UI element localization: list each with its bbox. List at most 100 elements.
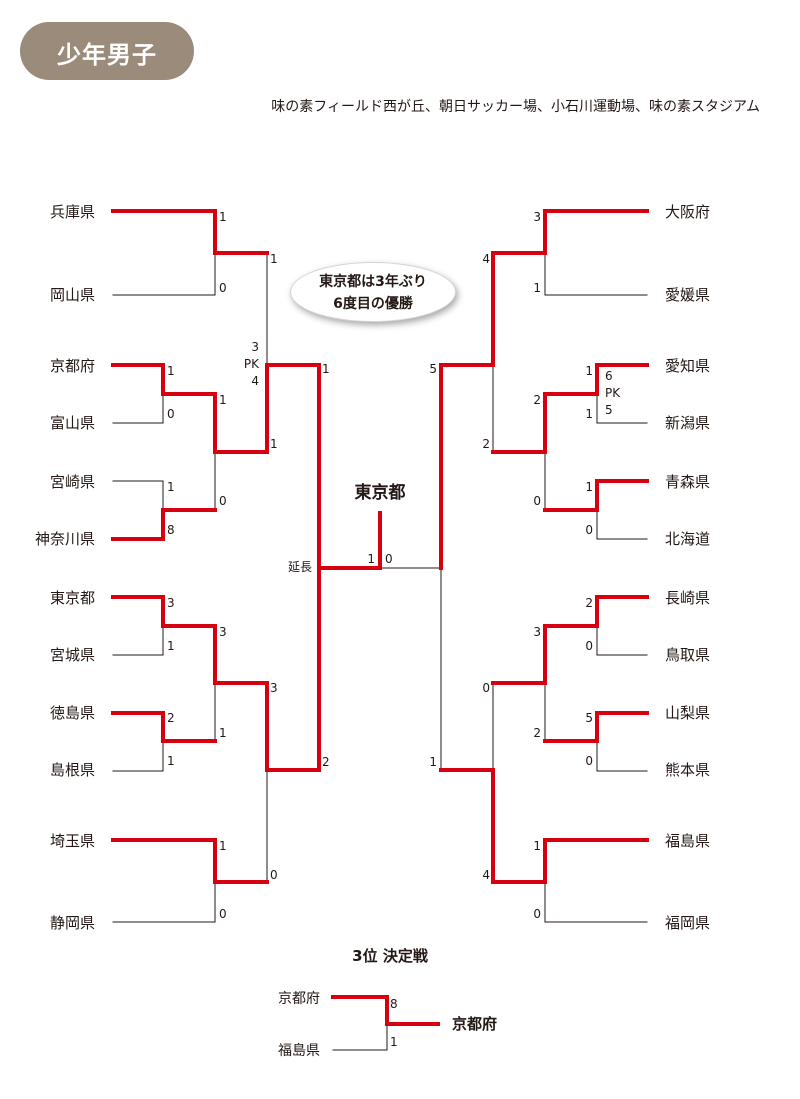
score: 0 <box>533 907 541 921</box>
score: 1 <box>219 393 227 407</box>
team-right-5: 青森県 <box>665 473 710 491</box>
score: 2 <box>167 711 175 725</box>
champion: 東京都 <box>355 482 406 503</box>
bracket-line <box>112 625 164 656</box>
winner-path <box>111 363 269 454</box>
right-teams: 大阪府 愛媛県 愛知県 新潟県 青森県 北海道 長崎県 鳥取県 山梨県 熊本県 … <box>665 203 710 932</box>
score: 0 <box>482 681 490 695</box>
score: 1 <box>585 364 593 378</box>
third-team-top: 京都府 <box>278 991 320 1007</box>
pk-score: 4 <box>251 374 259 388</box>
bracket-line <box>596 509 648 540</box>
callout-line-2: 6度目の優勝 <box>333 296 413 312</box>
score: 3 <box>533 625 541 639</box>
third-place-title: 3位 決定戦 <box>352 947 429 965</box>
team-right-12: 福岡県 <box>665 914 710 932</box>
team-left-10: 島根県 <box>50 761 95 779</box>
score: 0 <box>219 907 227 921</box>
team-right-8: 鳥取県 <box>665 646 710 664</box>
score: 1 <box>219 726 227 740</box>
category-title: 少年男子 <box>57 41 157 69</box>
score: 0 <box>585 523 593 537</box>
winner-path <box>265 363 321 570</box>
score: 2 <box>585 596 593 610</box>
winner-path <box>111 511 382 772</box>
left-scores: 1 0 1 0 1 8 1 0 3 1 2 1 3 1 1 0 1 1 3 PK… <box>167 210 330 921</box>
team-left-7: 東京都 <box>50 589 95 607</box>
bracket-line <box>112 740 164 772</box>
score: 1 <box>219 839 227 853</box>
score: 0 <box>167 407 175 421</box>
team-left-5: 宮崎県 <box>50 473 95 491</box>
team-right-10: 熊本県 <box>665 761 710 779</box>
pk-score: 3 <box>251 340 259 354</box>
team-left-2: 岡山県 <box>50 286 95 304</box>
team-right-11: 福島県 <box>665 832 710 850</box>
team-left-8: 宮城県 <box>50 646 95 664</box>
score: 1 <box>533 281 541 295</box>
third-score-bottom: 1 <box>390 1035 398 1049</box>
score: 0 <box>585 639 593 653</box>
final-score-right: 0 <box>385 552 393 566</box>
winner-path <box>543 711 649 743</box>
score: 3 <box>167 596 175 610</box>
score: 1 <box>322 362 330 376</box>
bracket-line <box>544 881 648 923</box>
score: 1 <box>167 754 175 768</box>
winner-path <box>111 209 269 255</box>
score: 3 <box>270 681 278 695</box>
category-badge: 少年男子 <box>20 22 194 80</box>
team-right-7: 長崎県 <box>665 589 710 607</box>
score: 5 <box>429 362 437 376</box>
score: 4 <box>482 868 490 882</box>
score: 1 <box>585 407 593 421</box>
winner-path <box>439 768 649 884</box>
team-right-6: 北海道 <box>665 530 710 548</box>
bracket-lines <box>111 209 649 1051</box>
bracket-line <box>332 1023 388 1051</box>
left-teams: 兵庫県 岡山県 京都府 富山県 宮崎県 神奈川県 東京都 宮城県 徳島県 島根県… <box>35 203 95 932</box>
team-right-2: 愛媛県 <box>665 286 710 304</box>
winner-path <box>491 595 649 685</box>
score: 1 <box>167 364 175 378</box>
champion-callout: 東京都は3年ぶり 6度目の優勝 <box>290 262 456 322</box>
score: 0 <box>219 494 227 508</box>
score: 1 <box>533 839 541 853</box>
score: 3 <box>219 625 227 639</box>
score: 0 <box>585 754 593 768</box>
score: 0 <box>533 494 541 508</box>
score: 2 <box>533 393 541 407</box>
score: 1 <box>585 480 593 494</box>
bracket-line <box>112 393 164 424</box>
callout-line-1: 東京都は3年ぶり <box>319 274 427 290</box>
pk-score: 5 <box>605 403 613 417</box>
team-left-6: 神奈川県 <box>35 530 95 548</box>
score: 0 <box>270 868 278 882</box>
score: 3 <box>533 210 541 224</box>
final: 東京都 1 0 延長 <box>288 482 406 574</box>
bracket-line <box>596 393 648 424</box>
bracket-line <box>112 480 164 511</box>
score: 2 <box>482 437 490 451</box>
pk-label: PK <box>605 386 621 400</box>
bracket-line <box>544 252 648 296</box>
bracket-line <box>596 740 648 772</box>
score: 0 <box>219 281 227 295</box>
score: 1 <box>167 480 175 494</box>
team-right-9: 山梨県 <box>665 704 710 722</box>
winner-path <box>111 711 217 743</box>
score: 1 <box>270 252 278 266</box>
score: 1 <box>219 210 227 224</box>
score: 5 <box>585 711 593 725</box>
winner-path <box>111 838 269 884</box>
third-place-winner: 京都府 <box>452 1015 497 1033</box>
venue-list: 味の素フィールド西が丘、朝日サッカー場、小石川運動場、味の素スタジアム <box>271 99 760 115</box>
team-left-11: 埼玉県 <box>50 832 95 850</box>
pk-label: PK <box>244 357 260 371</box>
right-scores: 3 1 1 1 6 PK 5 1 0 2 0 4 2 2 0 5 0 3 2 1… <box>429 210 621 921</box>
team-right-1: 大阪府 <box>665 203 710 221</box>
final-score-left: 1 <box>367 552 375 566</box>
team-left-3: 京都府 <box>50 357 95 375</box>
winner-path <box>331 995 440 1026</box>
